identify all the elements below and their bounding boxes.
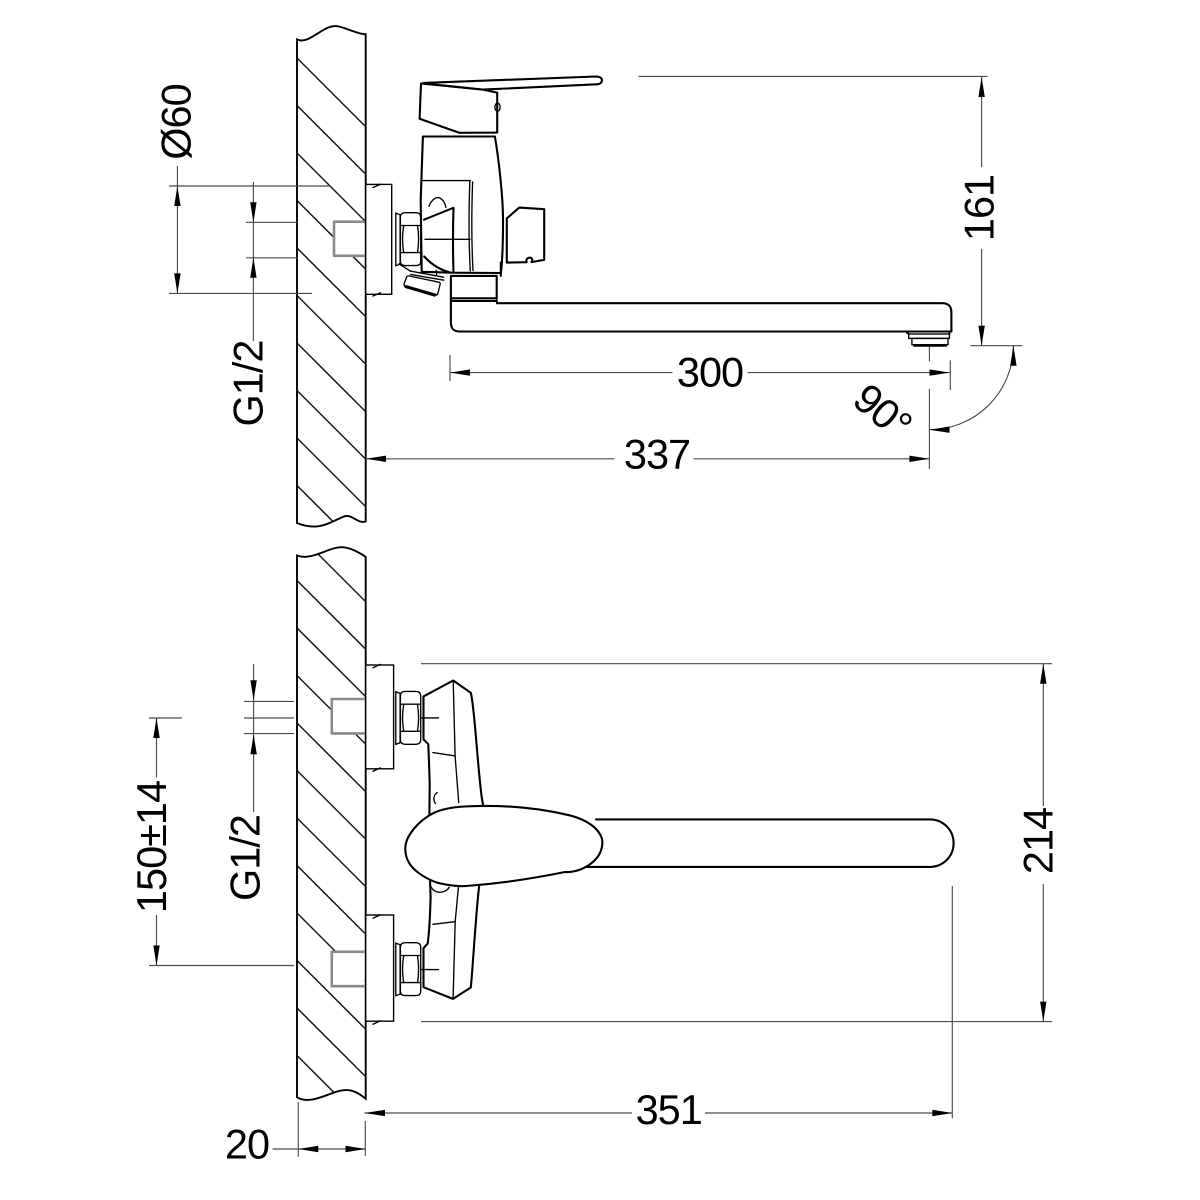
svg-text:20: 20: [225, 1121, 269, 1168]
svg-text:300: 300: [677, 349, 743, 396]
svg-text:150±14: 150±14: [128, 781, 175, 913]
svg-text:G1/2: G1/2: [225, 341, 272, 427]
svg-text:G1/2: G1/2: [222, 815, 269, 901]
svg-text:Ø60: Ø60: [153, 84, 200, 159]
svg-text:161: 161: [956, 175, 1003, 241]
svg-text:214: 214: [1014, 808, 1061, 874]
svg-text:337: 337: [624, 431, 690, 478]
svg-text:351: 351: [636, 1086, 702, 1133]
